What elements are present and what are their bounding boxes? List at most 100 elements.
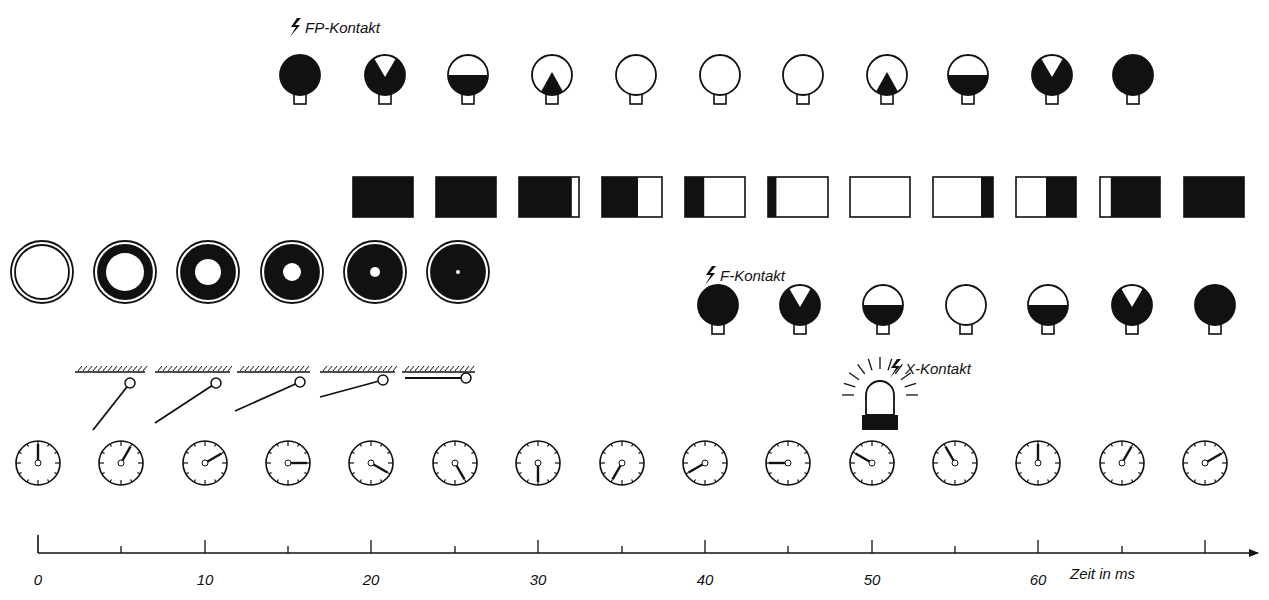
clock-hub <box>1202 460 1208 466</box>
clock-tick <box>554 473 557 475</box>
axis-tick <box>871 540 872 553</box>
hatch <box>270 366 274 371</box>
shutter-frame <box>1184 177 1244 217</box>
clock-tick <box>1132 444 1134 447</box>
hatch <box>328 366 332 371</box>
clock-tick <box>1183 462 1188 463</box>
axis-tick <box>954 546 955 553</box>
shutter-frame <box>685 177 745 217</box>
clock-tick <box>110 444 112 447</box>
axis-tick <box>1037 540 1038 553</box>
hatch <box>420 366 424 371</box>
clock-hub <box>285 460 291 466</box>
hatch <box>383 366 387 371</box>
clock-tick <box>266 462 271 463</box>
axis-number: 30 <box>530 572 547 587</box>
hatch <box>123 366 127 371</box>
shutter-window <box>602 177 662 217</box>
clock-tick <box>277 444 279 447</box>
hatch <box>323 366 327 371</box>
clock-tick <box>1194 444 1196 447</box>
clock-hub <box>535 460 541 466</box>
contact-label: X-Kontakt <box>905 361 971 376</box>
aperture-blades <box>15 245 69 299</box>
clock-tick <box>603 452 606 454</box>
clock-tick <box>933 462 938 463</box>
bulb-fill <box>1195 285 1235 325</box>
clock-tick <box>454 480 455 485</box>
clock-tick <box>548 479 550 482</box>
shutter-frame <box>850 177 910 217</box>
stroke <box>1195 285 1235 325</box>
axis-number: 40 <box>697 572 714 587</box>
clock-tick <box>804 452 807 454</box>
shutter-frame <box>602 177 662 217</box>
bulb-fill <box>1113 55 1153 95</box>
clock-tick <box>48 444 50 447</box>
time-axis <box>38 535 1258 553</box>
clock-tick <box>715 444 717 447</box>
clock-face <box>16 441 60 485</box>
clock-tick <box>433 462 438 463</box>
clock-tick <box>131 479 133 482</box>
hatch <box>373 366 377 371</box>
clock-tick <box>798 444 800 447</box>
clock-tick <box>704 441 705 446</box>
clock-tick <box>882 479 884 482</box>
hatch <box>138 366 142 371</box>
aperture-row <box>11 241 489 303</box>
bulb-outline <box>863 285 903 325</box>
clock-tick <box>861 479 863 482</box>
clock-tick <box>215 479 217 482</box>
clock-tick <box>965 479 967 482</box>
clock-tick <box>19 452 22 454</box>
stroke <box>948 75 988 95</box>
clock-tick <box>1138 473 1141 475</box>
bulb-fill <box>1032 53 1072 95</box>
clock-tick <box>1027 444 1029 447</box>
hatch <box>133 366 137 371</box>
bulb-outline <box>616 55 656 95</box>
mirror-row <box>75 366 475 430</box>
clock-tick <box>444 444 446 447</box>
stroke <box>448 75 488 95</box>
hatch <box>280 366 284 371</box>
clock-tick <box>349 462 354 463</box>
clock-tick <box>954 480 955 485</box>
clock-tick <box>971 473 974 475</box>
clock-tick <box>638 473 641 475</box>
clock-tick <box>621 441 622 446</box>
bulb-outline <box>698 285 738 325</box>
clock-tick <box>352 473 355 475</box>
clock-tick <box>16 462 21 463</box>
clock-tick <box>1132 479 1134 482</box>
axis-tick <box>204 540 205 553</box>
fp-bulb-row <box>280 53 1153 104</box>
clock-face <box>683 441 727 485</box>
clock-tick <box>471 452 474 454</box>
shutter-window <box>519 177 579 217</box>
hatch <box>425 366 429 371</box>
hatch <box>348 366 352 371</box>
flash-ray <box>842 394 854 395</box>
clock-tick <box>686 452 689 454</box>
clock-face <box>266 441 310 485</box>
bulb-outline <box>946 285 986 325</box>
clock-tick <box>48 479 50 482</box>
hatch <box>295 366 299 371</box>
clock-tick <box>352 452 355 454</box>
clock-tick <box>215 444 217 447</box>
clock-tick <box>221 473 224 475</box>
clock-tick <box>1111 444 1113 447</box>
lightning-symbols <box>290 18 901 378</box>
mirror <box>235 382 300 411</box>
clock-face <box>1100 441 1144 485</box>
bulb-outline <box>532 55 572 95</box>
axis-tick <box>370 540 371 553</box>
clock-tick <box>1186 473 1189 475</box>
clock-tick <box>850 462 855 463</box>
stroke <box>280 55 320 95</box>
hatch <box>338 366 342 371</box>
axis-tick <box>787 546 788 553</box>
